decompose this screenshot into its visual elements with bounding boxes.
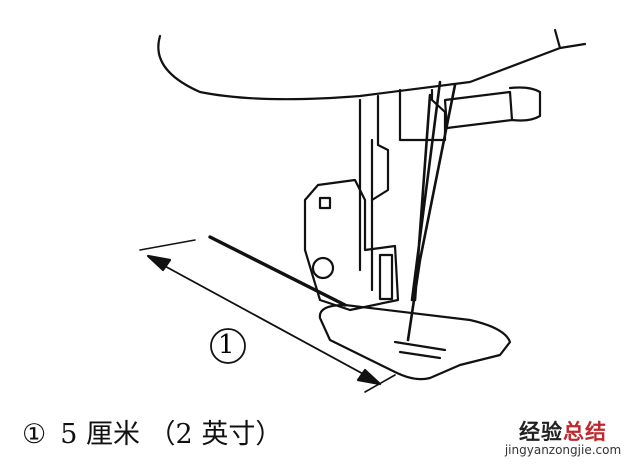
watermark: 经验总结 jingyanzongjie.com (498, 416, 628, 457)
dimension-arrow-right (356, 368, 382, 386)
machine-arm-corner (553, 28, 587, 50)
foot-slot (393, 340, 447, 360)
callout-circle (210, 328, 246, 364)
extension-line-left (139, 239, 196, 251)
thread-guide-knob (443, 86, 542, 130)
watermark-url: jingyanzongjie.com (504, 443, 622, 457)
shank-screw (311, 256, 335, 280)
caption-text: 5 厘米 （2 英寸） (60, 419, 283, 450)
callout-number: 1 (218, 330, 235, 360)
foot-shank (303, 178, 400, 312)
thread (406, 80, 457, 342)
caption: ① 5 厘米 （2 英寸） (22, 412, 296, 451)
dimension-line (149, 257, 379, 383)
needle-clamp (370, 88, 447, 202)
shank-slot (318, 196, 332, 210)
presser-bar (358, 98, 374, 292)
watermark-text-dark: 经验 (519, 420, 563, 444)
dimension-arrow-left (146, 254, 172, 272)
extension-line-right (364, 374, 396, 393)
machine-arm-outline (157, 34, 562, 101)
caption-marker: ① (22, 419, 47, 450)
shank-window (378, 253, 394, 301)
presser-foot-sole (318, 303, 512, 381)
watermark-text-red: 总结 (563, 420, 607, 444)
thread-loose (208, 235, 347, 307)
